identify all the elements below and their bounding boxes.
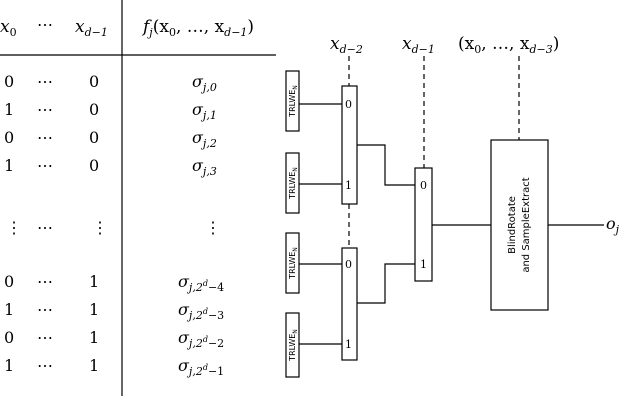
header-xd1: xd−1 bbox=[75, 17, 108, 39]
trlwe-label-1: TRLWEN bbox=[288, 85, 299, 118]
blind-rotate-box bbox=[490, 139, 549, 311]
table-cell-x0: 1 bbox=[4, 300, 14, 319]
trlwe-label-4: TRLWEN bbox=[288, 329, 299, 362]
table-cell-dots: ⋯ bbox=[37, 272, 53, 291]
trlwe-label-3: TRLWEN bbox=[288, 247, 299, 280]
table-cell-xd1: 0 bbox=[89, 128, 99, 147]
truth-table: x0 ⋯ xd−1 fj(x0, …, xd−1) 0 ⋯ 0 σj,0 1 ⋯ 0 σj,1… bbox=[0, 0, 276, 396]
table-cell-x0: 0 bbox=[4, 328, 14, 347]
table-cell-x0: 0 bbox=[4, 272, 14, 291]
table-cell-value: ⋮ bbox=[205, 218, 221, 237]
table-cell-xd1: 0 bbox=[89, 72, 99, 91]
table-cell-x0: 1 bbox=[4, 156, 14, 175]
mux-bottom-left-port-1: 1 bbox=[345, 338, 352, 351]
table-cell-value: σj,2d−4 bbox=[178, 272, 224, 294]
table-cell-xd1: 1 bbox=[89, 328, 99, 347]
table-cell-value: σj,3 bbox=[192, 156, 217, 178]
table-cell-x0: ⋮ bbox=[6, 218, 22, 237]
table-cell-value: σj,2d−1 bbox=[178, 356, 224, 378]
table-cell-value: σj,0 bbox=[192, 72, 217, 94]
wire-mux-top-to-second bbox=[357, 144, 415, 186]
wire-mux-bottom-to-second bbox=[357, 263, 415, 304]
label-xd2: xd−2 bbox=[330, 34, 363, 56]
table-cell-xd1: 1 bbox=[89, 272, 99, 291]
table-cell-xd1: ⋮ bbox=[92, 218, 108, 237]
mux-second-port-0: 0 bbox=[420, 179, 427, 192]
mux-second-port-1: 1 bbox=[420, 258, 427, 271]
header-f: fj(x0, …, xd−1) bbox=[141, 17, 254, 39]
table-cell-xd1: 1 bbox=[89, 356, 99, 375]
table-cell-value: σj,1 bbox=[192, 100, 217, 122]
table-cell-value: σj,2d−3 bbox=[178, 300, 224, 322]
label-xd1: xd−1 bbox=[402, 34, 435, 56]
table-cell-xd1: 0 bbox=[89, 100, 99, 119]
blind-rotate-label: BlindRotate and SampleExtract bbox=[507, 177, 532, 272]
table-cell-dots: ⋯ bbox=[37, 100, 53, 119]
table-cell-dots: ⋯ bbox=[37, 156, 53, 175]
mux-box-bottom-left bbox=[341, 247, 358, 361]
table-cell-dots: ⋯ bbox=[37, 356, 53, 375]
table-cell-xd1: 1 bbox=[89, 300, 99, 319]
trlwe-box-3 bbox=[285, 232, 300, 294]
mux-top-left-port-1: 1 bbox=[345, 179, 352, 192]
table-cell-value: σj,2 bbox=[192, 128, 217, 150]
header-x0: x0 bbox=[0, 17, 17, 39]
trlwe-box-2 bbox=[285, 152, 300, 214]
mux-top-left-port-0: 0 bbox=[345, 98, 352, 111]
table-cell-x0: 0 bbox=[4, 128, 14, 147]
table-cell-dots: ⋯ bbox=[37, 300, 53, 319]
blind-rotate-line2: and SampleExtract bbox=[521, 177, 532, 272]
mux-bottom-left-port-0: 0 bbox=[345, 258, 352, 271]
table-cell-dots: ⋯ bbox=[37, 72, 53, 91]
trlwe-label-2: TRLWEN bbox=[288, 167, 299, 200]
table-cell-xd1: 0 bbox=[89, 156, 99, 175]
label-rest-vars: (x0, …, xd−3) bbox=[458, 34, 559, 56]
table-rows: 0 ⋯ 0 σj,0 1 ⋯ 0 σj,1 0 ⋯ 0 σj,2 1 ⋯ 0 σj,3 ⋮ ⋯ ⋮ ⋮ 0 ⋯ 1 σj,2d… bbox=[4, 72, 224, 378]
table-cell-x0: 1 bbox=[4, 356, 14, 375]
table-cell-x0: 0 bbox=[4, 72, 14, 91]
mux-port-labels: 0 1 0 1 0 1 bbox=[345, 98, 427, 351]
output-label: oj bbox=[606, 214, 620, 236]
trlwe-box-1 bbox=[285, 70, 300, 132]
table-cell-dots: ⋯ bbox=[37, 128, 53, 147]
table-cell-x0: 1 bbox=[4, 100, 14, 119]
trlwe-labels: TRLWEN TRLWEN TRLWEN TRLWEN bbox=[288, 85, 299, 362]
trlwe-box-4 bbox=[285, 312, 300, 378]
table-cell-value: σj,2d−2 bbox=[178, 328, 224, 350]
mux-circuit bbox=[285, 56, 604, 378]
header-dots: ⋯ bbox=[37, 15, 53, 34]
table-cell-dots: ⋯ bbox=[37, 328, 53, 347]
blind-rotate-line1: BlindRotate bbox=[507, 196, 518, 254]
table-cell-dots: ⋯ bbox=[37, 218, 53, 237]
